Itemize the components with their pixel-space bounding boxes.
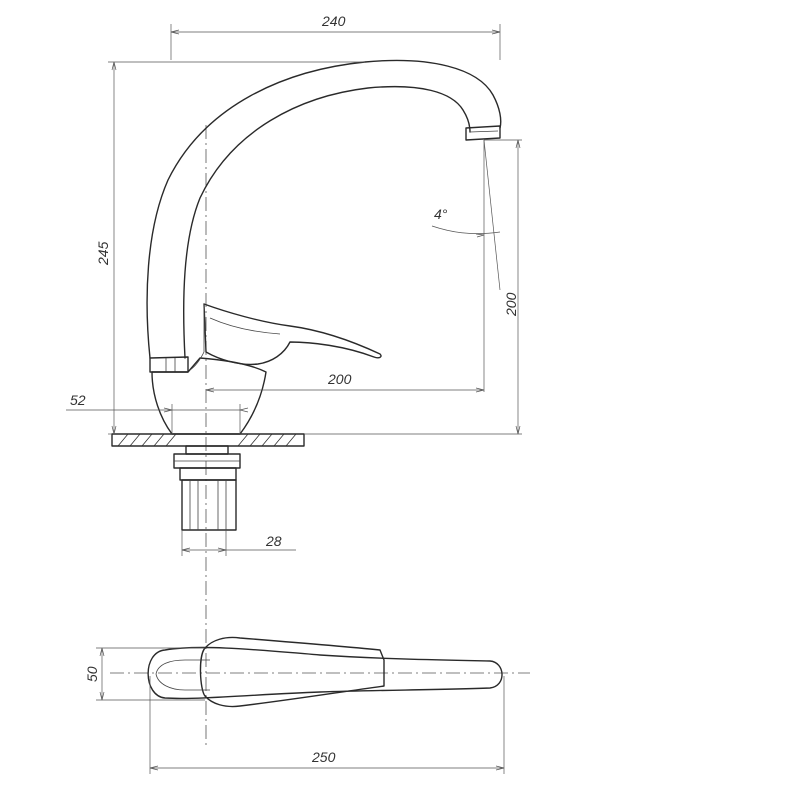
mounting-nut — [179, 467, 237, 481]
aerator-line — [469, 130, 499, 133]
mixer-body — [151, 357, 267, 435]
arrow — [163, 407, 249, 413]
dim-label-spout-height: 200 — [503, 292, 519, 317]
spout-swivel-ring — [149, 356, 189, 373]
spout-flow-line-angled — [483, 139, 501, 291]
arrow — [170, 29, 501, 35]
fixing-nut — [181, 479, 237, 531]
spout-inner-edge — [183, 85, 471, 359]
arrow — [475, 233, 485, 238]
arrow — [99, 647, 105, 701]
dimension-lines: 240 245 200 4° 200 52 28 — [66, 13, 522, 774]
arrow — [111, 61, 117, 435]
dim-label-handle-width: 50 — [84, 666, 100, 682]
side-elevation-view — [111, 59, 502, 745]
arrow — [205, 387, 485, 393]
lever-handle — [203, 303, 382, 366]
angle-arc — [431, 225, 501, 234]
lever-cartridge — [189, 304, 205, 371]
plan-handle-outline — [147, 646, 503, 700]
arrow — [181, 547, 227, 553]
plan-spout-line — [155, 659, 210, 675]
dim-label-spout-angle: 4° — [434, 206, 448, 222]
plan-spout-line-lower — [155, 673, 210, 691]
dim-label-total-width: 240 — [321, 13, 346, 29]
lever-detail — [209, 317, 281, 335]
arrow — [515, 139, 521, 435]
dim-label-fitting-diameter: 28 — [265, 533, 282, 549]
plan-body-outline — [199, 636, 385, 708]
countertop-hatching — [117, 433, 297, 447]
nut-knurling — [189, 480, 227, 530]
mounting-shank — [185, 445, 229, 455]
dim-label-total-height: 245 — [95, 241, 111, 266]
dim-label-plan-length: 250 — [311, 749, 336, 765]
dim-label-spout-reach: 200 — [327, 371, 352, 387]
spout-outer-edge — [146, 59, 502, 359]
arrow — [149, 765, 505, 771]
aerator-nozzle — [465, 125, 501, 141]
plan-view — [110, 636, 530, 708]
dim-label-base-diameter: 52 — [70, 392, 86, 408]
